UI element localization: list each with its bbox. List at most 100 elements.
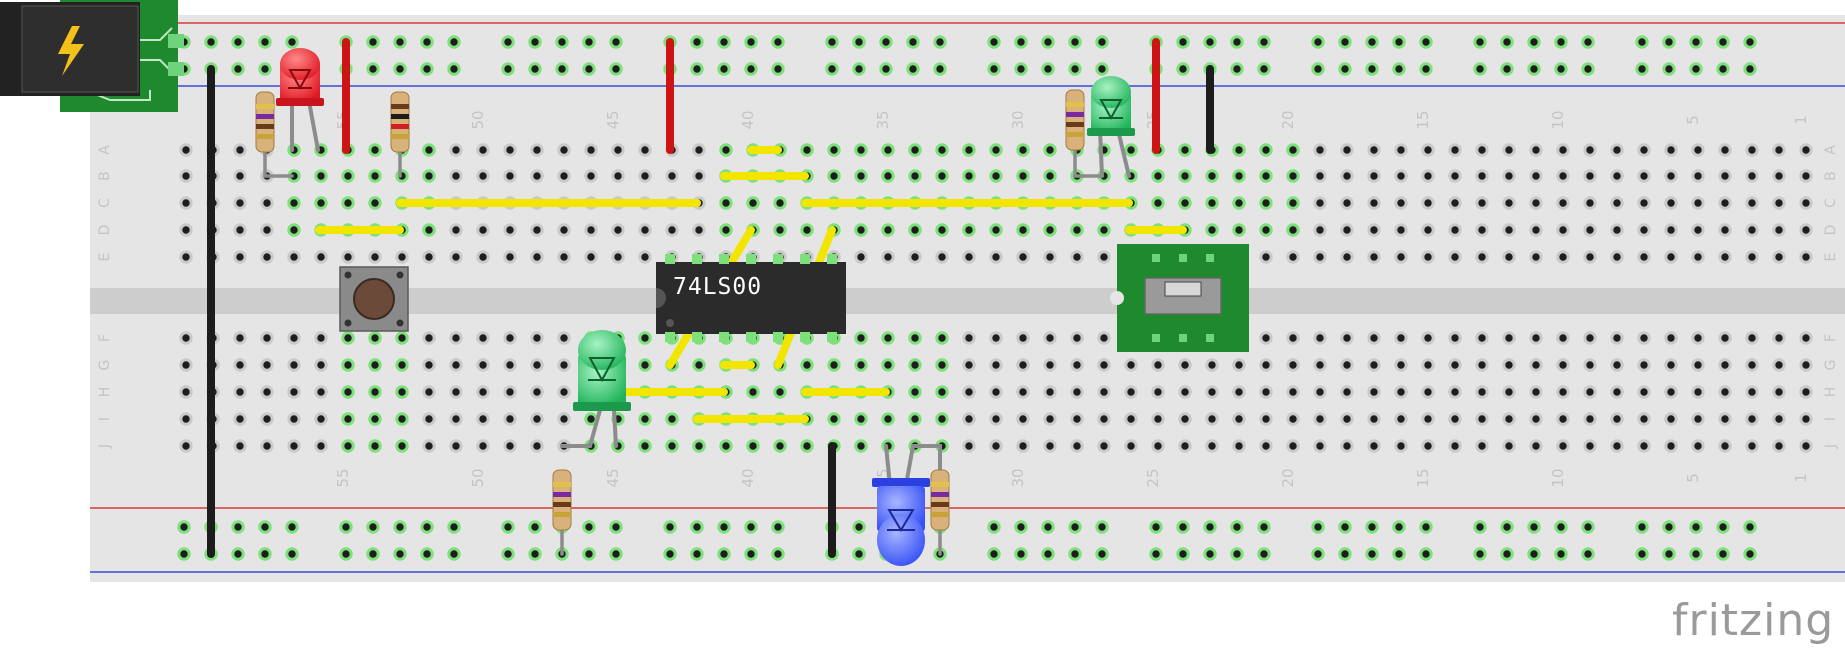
ic-body — [656, 262, 846, 334]
breadboard-hole — [1718, 196, 1732, 210]
breadboard-hole — [638, 331, 652, 345]
breadboard-hole — [179, 358, 193, 372]
breadboard-hole — [908, 358, 922, 372]
led-green-top[interactable] — [1087, 76, 1135, 136]
breadboard-hole — [1259, 358, 1273, 372]
rail-hole — [1176, 520, 1190, 534]
breadboard-hole — [1340, 250, 1354, 264]
breadboard-hole — [719, 143, 733, 157]
breadboard-hole — [908, 143, 922, 157]
rail-hole — [663, 520, 677, 534]
breadboard-hole — [1475, 412, 1489, 426]
breadboard-hole — [1691, 143, 1705, 157]
rail-hole — [1149, 547, 1163, 561]
rail-hole — [366, 547, 380, 561]
rail-hole — [1662, 547, 1676, 561]
breadboard-hole — [1745, 223, 1759, 237]
breadboard-hole — [1799, 331, 1813, 345]
slide-switch-knob[interactable] — [1164, 281, 1202, 297]
resistor[interactable] — [930, 469, 950, 531]
breadboard-hole — [935, 143, 949, 157]
row-letter: J — [1823, 444, 1839, 449]
slide-switch[interactable] — [1110, 244, 1249, 352]
breadboard-hole — [1664, 169, 1678, 183]
breadboard-hole — [1529, 143, 1543, 157]
breadboard-hole — [1475, 250, 1489, 264]
breadboard-hole — [476, 385, 490, 399]
breadboard-hole — [638, 143, 652, 157]
breadboard-hole — [530, 223, 544, 237]
breadboard-hole — [422, 143, 436, 157]
resistor[interactable] — [552, 469, 572, 531]
breadboard-hole — [179, 331, 193, 345]
rail-hole — [879, 62, 893, 76]
breadboard-hole — [584, 223, 598, 237]
breadboard-hole — [530, 385, 544, 399]
pushbutton[interactable] — [339, 266, 409, 332]
breadboard-hole — [1799, 223, 1813, 237]
breadboard-hole — [314, 196, 328, 210]
led-green-mid-symbol-icon — [588, 357, 616, 383]
breadboard-hole — [1340, 439, 1354, 453]
rail-hole — [366, 520, 380, 534]
breadboard-hole — [1448, 250, 1462, 264]
breadboard-hole — [1718, 331, 1732, 345]
rail-hole — [528, 520, 542, 534]
breadboard-hole — [287, 439, 301, 453]
resistor[interactable] — [1065, 89, 1085, 151]
rail-hole — [1527, 35, 1541, 49]
resistor-band — [391, 114, 409, 119]
led-blue[interactable] — [872, 478, 930, 566]
rail-hole — [1365, 547, 1379, 561]
resistor[interactable] — [390, 91, 410, 153]
rail-hole — [258, 35, 272, 49]
rail-hole — [1068, 35, 1082, 49]
breadboard-hole — [530, 439, 544, 453]
resistor-band — [256, 134, 274, 139]
breadboard-hole — [449, 143, 463, 157]
rail-hole — [231, 35, 245, 49]
breadboard-hole — [1502, 331, 1516, 345]
breadboard-hole — [557, 385, 571, 399]
breadboard-hole — [962, 169, 976, 183]
ic-pin — [692, 332, 702, 342]
breadboard-hole — [1691, 385, 1705, 399]
breadboard-hole — [449, 331, 463, 345]
breadboard-hole — [935, 385, 949, 399]
row-letter: E — [97, 253, 113, 262]
ic-74ls00[interactable] — [656, 254, 846, 342]
row-letter: H — [97, 387, 113, 398]
rail-hole — [1743, 35, 1757, 49]
power-jack-pin-1 — [168, 34, 184, 48]
rail-hole — [1635, 547, 1649, 561]
breadboard-hole — [1043, 331, 1057, 345]
breadboard-hole — [1745, 250, 1759, 264]
breadboard-hole — [854, 331, 868, 345]
led-red[interactable] — [276, 48, 324, 106]
breadboard-hole — [1016, 250, 1030, 264]
breadboard-hole — [530, 250, 544, 264]
breadboard-hole — [881, 169, 895, 183]
breadboard-hole — [476, 358, 490, 372]
led-green-top-leg-1 — [1098, 128, 1104, 178]
breadboard-hole — [1448, 223, 1462, 237]
breadboard-hole — [1367, 169, 1381, 183]
breadboard-hole — [1610, 143, 1624, 157]
breadboard-hole — [854, 439, 868, 453]
power-jack[interactable] — [0, 0, 184, 112]
resistor[interactable] — [255, 91, 275, 153]
breadboard-hole — [1259, 412, 1273, 426]
breadboard-hole — [557, 358, 571, 372]
breadboard-hole — [287, 196, 301, 210]
rail-hole — [1419, 62, 1433, 76]
breadboard-hole — [935, 331, 949, 345]
breadboard-hole — [1394, 169, 1408, 183]
resistor-band — [391, 124, 409, 129]
breadboard-hole — [1529, 439, 1543, 453]
breadboard-hole — [1259, 196, 1273, 210]
led-green-mid[interactable] — [573, 330, 631, 411]
breadboard-hole — [1313, 331, 1327, 345]
led-green-mid-rim — [573, 402, 631, 411]
rail-hole — [1635, 35, 1649, 49]
breadboard-hole — [638, 223, 652, 237]
